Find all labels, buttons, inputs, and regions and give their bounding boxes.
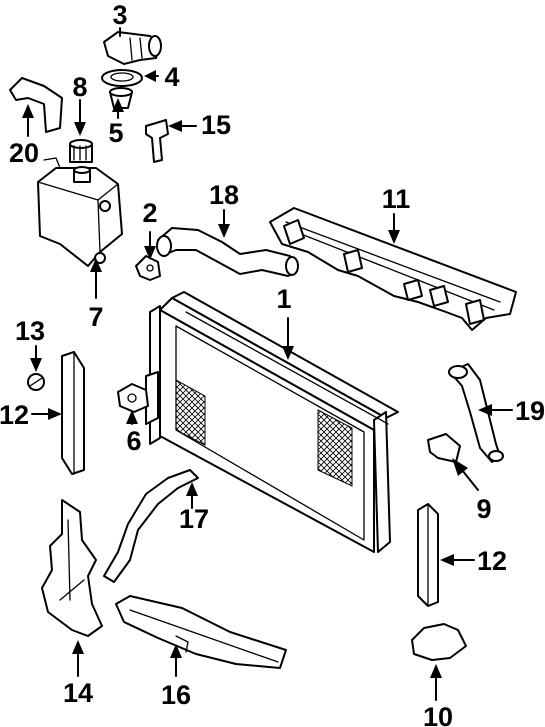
callout-10: 10 — [423, 702, 453, 727]
lower-deflector — [115, 595, 287, 669]
overflow-hose — [9, 77, 63, 133]
callout-8: 8 — [72, 72, 87, 102]
sensor-bracket — [427, 433, 461, 463]
coolant-reservoir — [37, 157, 123, 267]
callout-19: 19 — [515, 396, 545, 426]
push-pin — [27, 373, 45, 391]
seal-ring — [101, 69, 143, 87]
callout-7: 7 — [88, 302, 103, 332]
upper-bracket — [135, 255, 161, 281]
hose-clip — [145, 119, 169, 163]
callout-1: 1 — [276, 284, 291, 314]
filler-neck — [103, 31, 162, 65]
callout-12-right: 12 — [477, 546, 507, 576]
lower-left-baffle — [41, 499, 103, 637]
callout-16: 16 — [161, 680, 191, 710]
drain-valve — [117, 383, 149, 413]
reservoir-cap — [69, 139, 93, 163]
callout-5: 5 — [108, 118, 123, 148]
upper-radiator-hose — [156, 227, 299, 277]
callout-6: 6 — [126, 426, 141, 456]
lower-bracket — [411, 623, 467, 661]
callout-18: 18 — [209, 180, 239, 210]
leader-lines — [22, 27, 513, 701]
callout-2: 2 — [142, 198, 157, 228]
callout-11: 11 — [382, 184, 411, 214]
callout-3: 3 — [112, 0, 127, 30]
left-air-seal — [61, 351, 85, 475]
right-air-seal — [417, 503, 439, 607]
upper-shroud — [269, 207, 517, 331]
bypass-hose — [103, 469, 199, 583]
callout-4: 4 — [164, 62, 179, 92]
callout-17: 17 — [179, 504, 209, 534]
callout-15: 15 — [201, 110, 231, 140]
lower-radiator-hose — [448, 363, 504, 463]
callout-9: 9 — [476, 494, 491, 524]
callout-20: 20 — [9, 138, 39, 168]
callout-14: 14 — [63, 678, 93, 708]
radiator — [145, 291, 399, 553]
callout-12-left: 12 — [0, 400, 29, 430]
callout-13: 13 — [15, 316, 45, 346]
